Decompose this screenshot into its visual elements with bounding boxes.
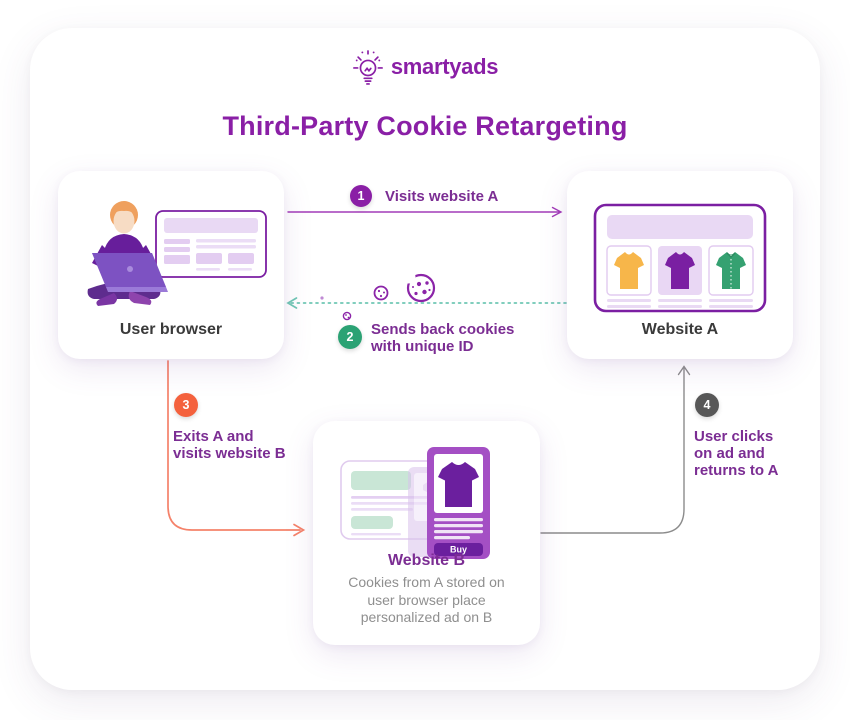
website-b-description: Cookies from A stored on user browser pl… [348, 574, 505, 625]
brand-name: smartyads [390, 54, 499, 79]
step-4-badge: 4 [695, 393, 719, 417]
brand-logo: smartyads [0, 48, 850, 86]
user-browser-card: User browser [58, 171, 284, 359]
step-2-badge: 2 [338, 325, 362, 349]
step-3-badge: 3 [174, 393, 198, 417]
page-title: Third-Party Cookie Retargeting [222, 111, 628, 141]
ad-buy-button: Buy [450, 545, 467, 555]
user-browser-label: User browser [119, 321, 223, 338]
step-1-label: Visits website A [385, 188, 499, 205]
step-1-badge: 1 [350, 185, 372, 207]
website-a-illustration [593, 203, 767, 313]
website-b-card: Buy Website B Cookies from A stored on u… [313, 421, 540, 645]
step-2-label: Sends back cookies with unique ID [371, 321, 515, 355]
website-b-illustration: Buy [340, 447, 490, 559]
website-a-card: Website A [567, 171, 793, 359]
lightbulb-icon [352, 50, 383, 85]
step-3-label: Exits A and visits website B [173, 428, 286, 462]
website-b-label: Website B [387, 552, 466, 569]
user-with-laptop-illustration [87, 201, 267, 306]
step-4-label: User clicks on ad and returns to A [694, 428, 779, 479]
website-a-label: Website A [641, 321, 719, 338]
